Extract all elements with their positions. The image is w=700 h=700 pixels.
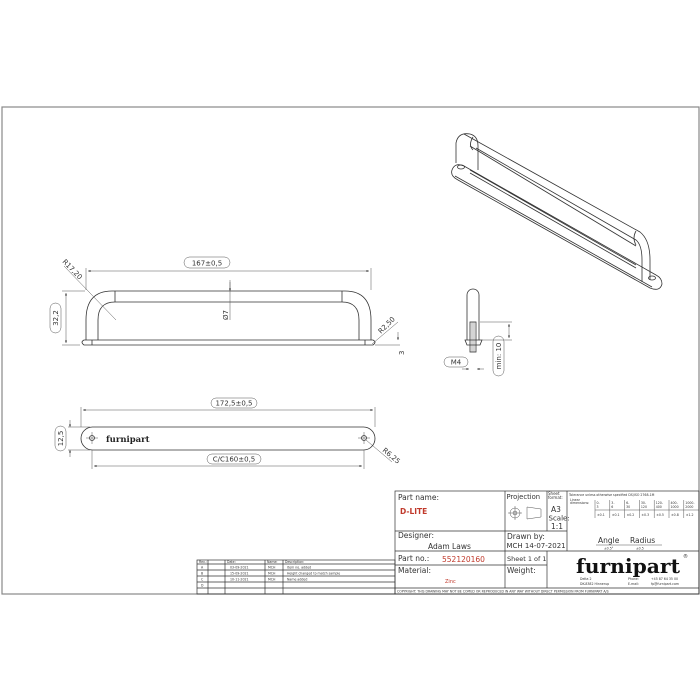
drawn-by: MCH 14-07-2021 [507,542,566,550]
projection-symbol-icon [508,506,542,520]
part-no: 552120160 [442,555,485,564]
phone-label: Phone: [628,577,639,581]
tolerance-value: ±0.1 [597,513,605,517]
rev-header: Rev.: [199,560,207,564]
scale-label: Scale: [549,515,570,523]
angle-label: Angle [598,536,620,545]
svg-text:D: D [201,584,204,588]
linear-label: Linear dimensions: [570,497,590,506]
address-line-2: DK-8382 Hinnerup [580,582,609,586]
part-name: D-LITE [400,507,427,516]
weight-label: Weight: [507,566,536,575]
tolerance-range: 3-6 [611,501,614,509]
svg-text:Height changed to match sample: Height changed to match sample [287,572,340,576]
date-header: Date: [227,560,236,564]
tolerance-value: ±0.8 [671,513,679,517]
diameter-label: Ø7 [222,310,230,320]
svg-text:C: C [201,578,204,582]
address-line-1: Delta 2 [580,577,592,581]
part-name-label: Part name: [398,493,439,502]
svg-text:MCH: MCH [268,566,276,570]
material: Zinc [445,579,456,585]
tolerance-range: 6-30 [626,501,630,509]
drawing-frame [1,106,700,595]
title-block: Part name: D-LITE Projection A3 Scale: 1… [394,490,700,595]
svg-text:15-09-2021: 15-09-2021 [230,572,249,576]
engraved-logo: furnipart [106,435,150,445]
projection-label: Projection [507,493,541,501]
designer: Adam Laws [428,542,471,551]
revision-row: B 15-09-2021 MCH Height changed to match sa… [201,572,340,576]
tolerance-table: 0-3 ±0.1 3-6 ±0.1 6-30 ±0.2 30-120 ±0.3 120-400 ±… [594,500,699,518]
tolerance-value: ±0.5 [656,513,664,517]
tolerance-value: ±0.3 [641,513,649,517]
scale: 1:1 [551,522,563,531]
phone: +45 87 64 35 00 [651,577,678,581]
drawn-by-label: Drawn by: [507,532,545,541]
tolerance-range: 1000-2000 [685,501,694,509]
revision-row: C 10-11-2021 MCH Name added [201,578,307,582]
tolerance-range: 30-120 [641,501,647,509]
radius-tolerance: ±0.5 [636,547,644,551]
part-no-label: Part no.: [398,554,429,563]
end-radius-label: R6,25 [381,446,402,465]
furnipart-logo: furnipart [576,554,681,578]
revision-row: A 03-09-2021 MCH Item no. added [201,566,311,570]
registered-mark: ® [683,553,688,560]
front-view: 167±0,5 32,2 R17,20 Ø7 R2,50 3 [49,256,406,355]
top-radius-label: R17,20 [61,258,84,281]
tolerance-title: Tolerance unless otherwise specified DS/… [568,493,655,497]
svg-text:B: B [201,572,203,576]
revision-table: Rev.: Date: Name: Description: A 03-09-20… [196,559,396,595]
side-view: min: 10 M4 [443,288,512,377]
isometric-view [451,133,663,290]
svg-text:10-11-2021: 10-11-2021 [230,578,249,582]
min-depth-dimension: min: 10 [495,343,503,370]
thread-dimension: M4 [451,359,462,367]
svg-text:A: A [201,566,204,570]
width-dimension: 167±0,5 [192,260,222,268]
tolerance-value: ±1.2 [686,513,694,517]
material-label: Material: [398,566,431,575]
width-dimension-bottom: 12,5 [57,431,65,447]
tolerance-range: 0-3 [597,501,600,509]
copyright-notice: COPYRIGHT: THIS DRAWING MAY NOT BE COPIE… [397,590,609,594]
tolerance-value: ±0.2 [627,513,635,517]
svg-text:MCH: MCH [268,572,276,576]
designer-label: Designer: [398,531,434,540]
base-thickness-label: 3 [398,351,406,355]
revision-row: D [201,584,204,588]
sheet-format: A3 [551,505,561,514]
name-header: Name: [267,560,277,564]
height-dimension: 32,2 [52,310,60,326]
svg-text:03-09-2021: 03-09-2021 [230,566,249,570]
sheet-count: Sheet 1 of 1 [507,555,547,563]
email-label: E-mail: [628,582,639,586]
svg-text:Name added: Name added [287,578,307,582]
center-distance-dimension: C/C160±0,5 [213,456,256,464]
radius-label: Radius [630,536,655,545]
svg-text:MCH: MCH [268,578,276,582]
length-dimension: 172,5±0,5 [215,400,252,408]
email: fp@furnipart.com [651,582,679,586]
tolerance-range: 120-400 [656,501,663,509]
description-header: Description: [285,560,304,564]
angle-tolerance: ±0.5° [604,547,614,551]
sheet-format-label: Sheet format: [548,490,563,500]
bottom-view: furnipart 172,5±0,5 C/C160±0,5 12,5 R6,2… [54,397,402,469]
svg-text:Item no. added: Item no. added [287,566,311,570]
tolerance-range: 400-1000 [671,501,679,509]
tolerance-value: ±0.1 [612,513,620,517]
